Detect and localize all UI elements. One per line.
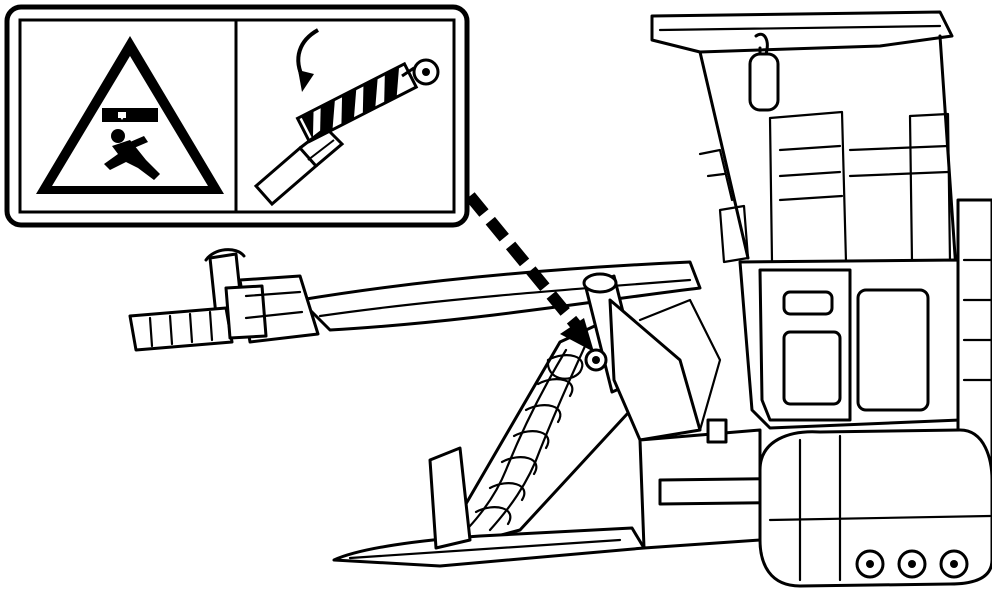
safety-decal <box>4 4 470 228</box>
crush-hazard-triangle-icon <box>36 36 224 194</box>
track-assembly <box>638 418 992 588</box>
lift-cylinder <box>582 272 722 442</box>
cab <box>650 10 962 430</box>
crop-divider <box>332 316 646 568</box>
harvester-illustration <box>128 10 992 588</box>
callout-arrow <box>465 192 594 352</box>
support-cylinder-stop-icon <box>253 28 440 207</box>
